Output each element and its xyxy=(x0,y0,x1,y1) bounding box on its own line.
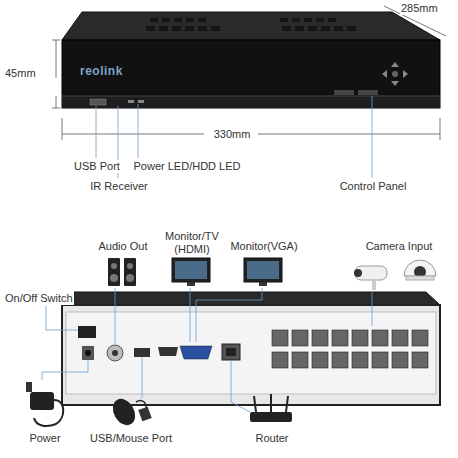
dimension-label: 45mm xyxy=(4,67,37,80)
port-label: On/Off Switch xyxy=(4,292,74,305)
port-label: Camera Input xyxy=(365,240,434,253)
port-label: USB/Mouse Port xyxy=(89,432,173,445)
part-label: IR Receiver xyxy=(89,180,148,193)
part-label: USB Port xyxy=(73,160,121,173)
port-label: Monitor/TV (HDMI) xyxy=(156,230,228,256)
dimension-label: 330mm xyxy=(213,128,252,141)
port-label: Audio Out xyxy=(98,240,149,253)
port-label: Router xyxy=(254,432,289,445)
part-label: Control Panel xyxy=(339,180,408,193)
dimension-label: 285mm xyxy=(400,2,439,15)
brand-logo: reolink xyxy=(80,64,123,78)
part-label: Power LED/HDD LED xyxy=(133,160,242,173)
port-label: Monitor(VGA) xyxy=(229,240,298,253)
port-label: Power xyxy=(28,432,61,445)
